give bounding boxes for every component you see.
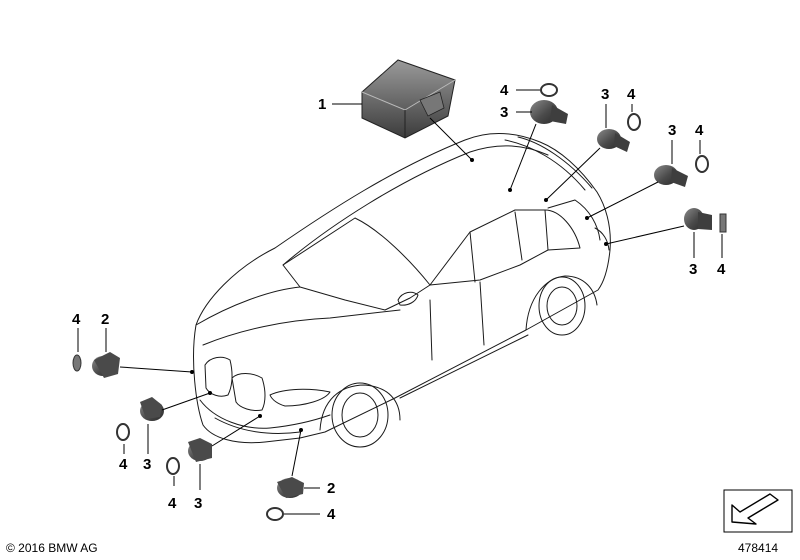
sensor-front-2 [140,397,164,421]
sensor-front-4 [277,477,304,498]
callout-label: 1 [318,96,326,113]
sensor-rear-1 [530,100,568,124]
callout-label: 2 [101,311,109,328]
callout-label: 3 [689,261,697,278]
leader-lines [77,89,723,515]
control-unit-part [361,59,456,139]
callout-label: 4 [327,506,336,523]
callout-label: 4 [168,495,177,512]
sensor-rear-4 [684,208,712,230]
callout-label: 4 [72,311,81,328]
callout-label: 4 [500,82,509,99]
copyright-text: © 2016 BMW AG [6,541,98,555]
callout-label: 3 [194,495,202,512]
pdc-sensor-parts [92,100,712,498]
decoupling-rings [72,83,727,521]
callout-label: 4 [695,122,704,139]
sensor-rear-2 [597,129,630,152]
sensor-front-3 [188,438,212,462]
callout-labels: 1 4 3 3 4 3 4 3 4 4 2 4 3 4 3 2 4 [72,82,726,523]
diagram-number: 478414 [738,541,778,555]
callout-label: 3 [668,122,676,139]
sensor-rear-3 [654,165,688,187]
callout-label: 4 [119,456,128,473]
sensor-front-1 [92,352,120,378]
navigation-arrow-box[interactable] [723,489,793,533]
callout-label: 4 [627,86,636,103]
callout-label: 2 [327,480,335,497]
callout-label: 3 [601,86,609,103]
callout-label: 4 [717,261,726,278]
vehicle-outline [193,132,611,448]
callout-label: 3 [500,104,508,121]
callout-label: 3 [143,456,151,473]
arrow-icon [731,493,779,525]
